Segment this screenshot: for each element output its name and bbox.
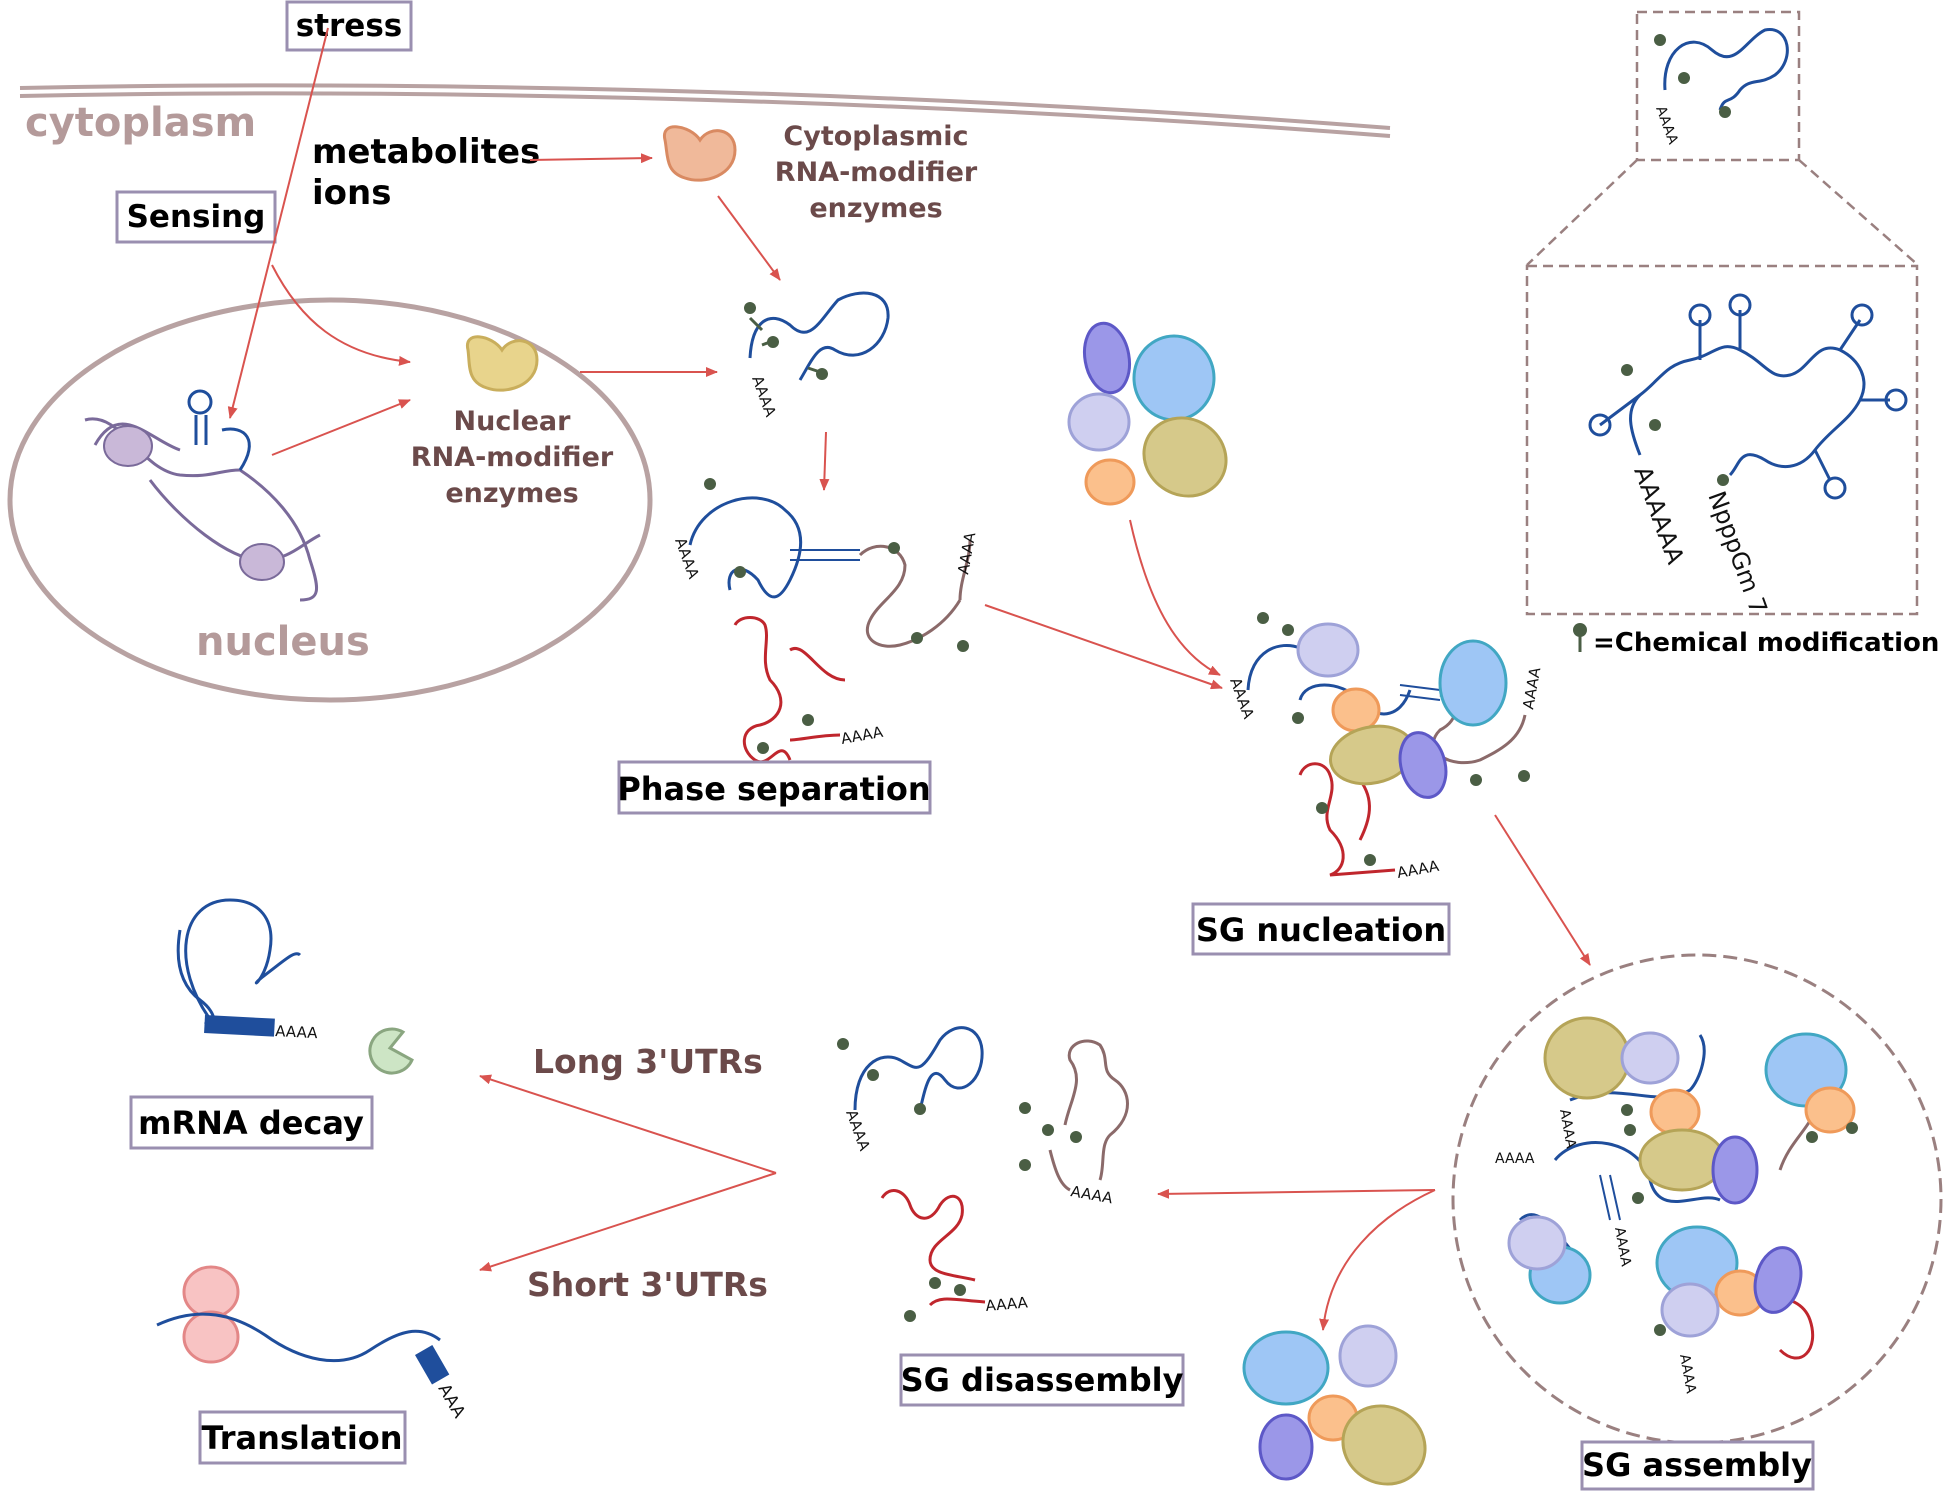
nuclear-enzyme-icon [466,335,539,392]
rna-binding-proteins-cluster [1067,321,1228,506]
modified-rna-icon: AAAA [744,291,890,420]
svg-text:mRNA decay: mRNA decay [138,1104,364,1142]
svg-text:AAAA: AAAA [1069,1182,1115,1207]
nuclear-enzyme-label-1: Nuclear [454,406,572,437]
svg-text:AAA: AAA [434,1381,469,1422]
cytoplasmic-enzyme-label-2: RNA-modifier [775,157,978,188]
sg-nucleation-box: SG nucleation [1191,902,1451,956]
svg-text:AAAA: AAAA [748,373,780,420]
modification-legend: =Chemical modification [1573,623,1939,658]
dna-double-helix-icon [84,389,321,602]
ribosome-icon [182,1265,240,1319]
mrna-decay-icon: AAAA [176,898,414,1075]
sg-assembly-box: SG assembly [1580,1440,1815,1491]
svg-text:AAAA: AAAA [842,1107,874,1154]
mrna-decay-box: mRNA decay [129,1095,374,1150]
nucleus-label: nucleus [196,619,370,665]
stress-box: stress [285,0,413,52]
sg-disassembly-box: SG disassembly [899,1353,1185,1407]
svg-text:AAAA: AAAA [275,1022,319,1042]
zoom-inset: AAAA AAAAAA NpppGm 7 [1525,10,1919,618]
nuclear-enzyme-label-2: RNA-modifier [411,442,614,473]
svg-text:AAAA: AAAA [1652,104,1681,147]
cell-membrane [19,83,1391,138]
svg-text:AAAA: AAAA [671,535,703,582]
svg-text:=Chemical modification: =Chemical modification [1593,628,1939,658]
svg-text:AAAA: AAAA [1611,1226,1634,1268]
svg-text:AAAA: AAAA [1226,675,1258,722]
svg-text:stress: stress [296,8,403,44]
sg-assembly-granule: AAAA AAAA AAAA AAAA [1451,953,1943,1445]
svg-text:SG assembly: SG assembly [1582,1446,1812,1484]
ions-label: ions [312,173,391,213]
svg-text:SG disassembly: SG disassembly [901,1361,1184,1399]
svg-text:AAAA: AAAA [1519,665,1544,711]
nucleus-membrane [7,297,653,703]
svg-text:Phase separation: Phase separation [617,770,930,808]
translation-icon: AAA [156,1265,469,1422]
svg-text:AAAA: AAAA [840,723,886,748]
cytoplasmic-enzyme-label-1: Cytoplasmic [783,121,968,152]
svg-text:AAAAAA: AAAAAA [1628,462,1689,568]
sg-disassembly-rnas: AAAA AAAA AAAA [837,1026,1129,1322]
svg-text:SG nucleation: SG nucleation [1196,911,1446,949]
cytoplasmic-enzyme-icon [663,125,737,182]
phase-separation-cluster: AAAA AAAA AAAA [671,478,979,764]
lollipop-modification-icon [1573,623,1587,637]
svg-text:Sensing: Sensing [127,199,266,235]
svg-text:AAAA: AAAA [1495,1151,1535,1167]
released-proteins [1242,1324,1427,1486]
arrows [227,27,1591,1331]
svg-text:AAAA: AAAA [1396,857,1442,882]
sensing-box: Sensing [115,190,277,244]
svg-text:Translation: Translation [201,1419,402,1457]
cytoplasmic-enzyme-label-3: enzymes [809,193,942,224]
long-utr-label: Long 3'UTRs [533,1042,763,1081]
translation-box: Translation [198,1410,407,1465]
short-utr-label: Short 3'UTRs [527,1265,768,1304]
metabolites-label: metabolites [312,132,540,172]
svg-text:AAAA: AAAA [1556,1108,1579,1150]
sg-nucleation-cluster: AAAA AAAA AAAA [1226,612,1544,882]
phase-separation-box: Phase separation [617,760,932,815]
svg-text:NpppGm 7: NpppGm 7 [1702,487,1772,617]
pacman-nuclease-icon [368,1027,414,1075]
svg-text:AAAA: AAAA [985,1293,1029,1315]
svg-text:AAAA: AAAA [954,530,979,576]
cytoplasm-label: cytoplasm [25,100,256,146]
svg-text:AAAA: AAAA [1676,1353,1699,1395]
nuclear-enzyme-label-3: enzymes [445,478,578,509]
